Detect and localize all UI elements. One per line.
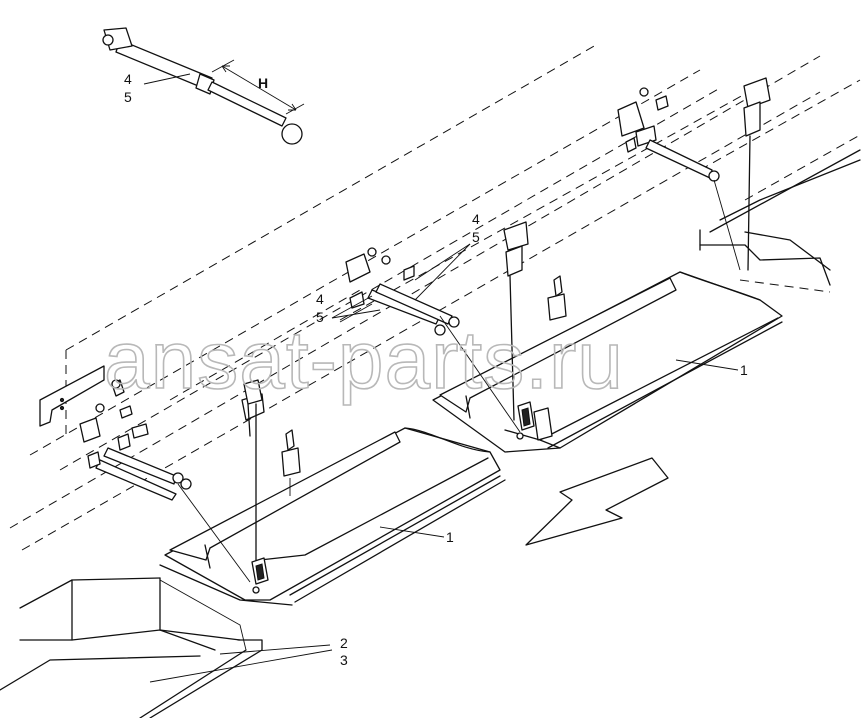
callout-strut-mid-upper-4: 4 [472, 211, 480, 227]
callout-base-3: 3 [340, 652, 348, 668]
strut-pair-front [87, 433, 251, 583]
callout-strut-top-4: 4 [124, 71, 132, 87]
callout-strut-top-5: 5 [124, 89, 132, 105]
left-bracket [39, 365, 149, 443]
dimension-label-h: H [258, 75, 268, 91]
callout-strut-mid-lower-5: 5 [316, 309, 324, 325]
strut-detail [102, 27, 305, 145]
callout-strut-mid-lower-4: 4 [316, 291, 324, 307]
rear-frame [699, 149, 861, 293]
strut-pair-middle [339, 247, 521, 433]
direction-arrow [525, 457, 669, 546]
hinge-latch-middle [503, 221, 567, 421]
callout-rear-box-1: 1 [740, 362, 748, 378]
leader-lines [149, 243, 739, 683]
rear-box [432, 271, 783, 453]
callout-strut-mid-upper-5: 5 [472, 229, 480, 245]
base-frame [0, 577, 263, 718]
hinge-latch-rear [617, 77, 771, 271]
front-box [159, 427, 506, 606]
callout-front-box-1: 1 [446, 529, 454, 545]
callout-base-2: 2 [340, 635, 348, 651]
hinge-latch-front [241, 379, 301, 561]
watermark: ansat-parts.ru [104, 315, 624, 406]
